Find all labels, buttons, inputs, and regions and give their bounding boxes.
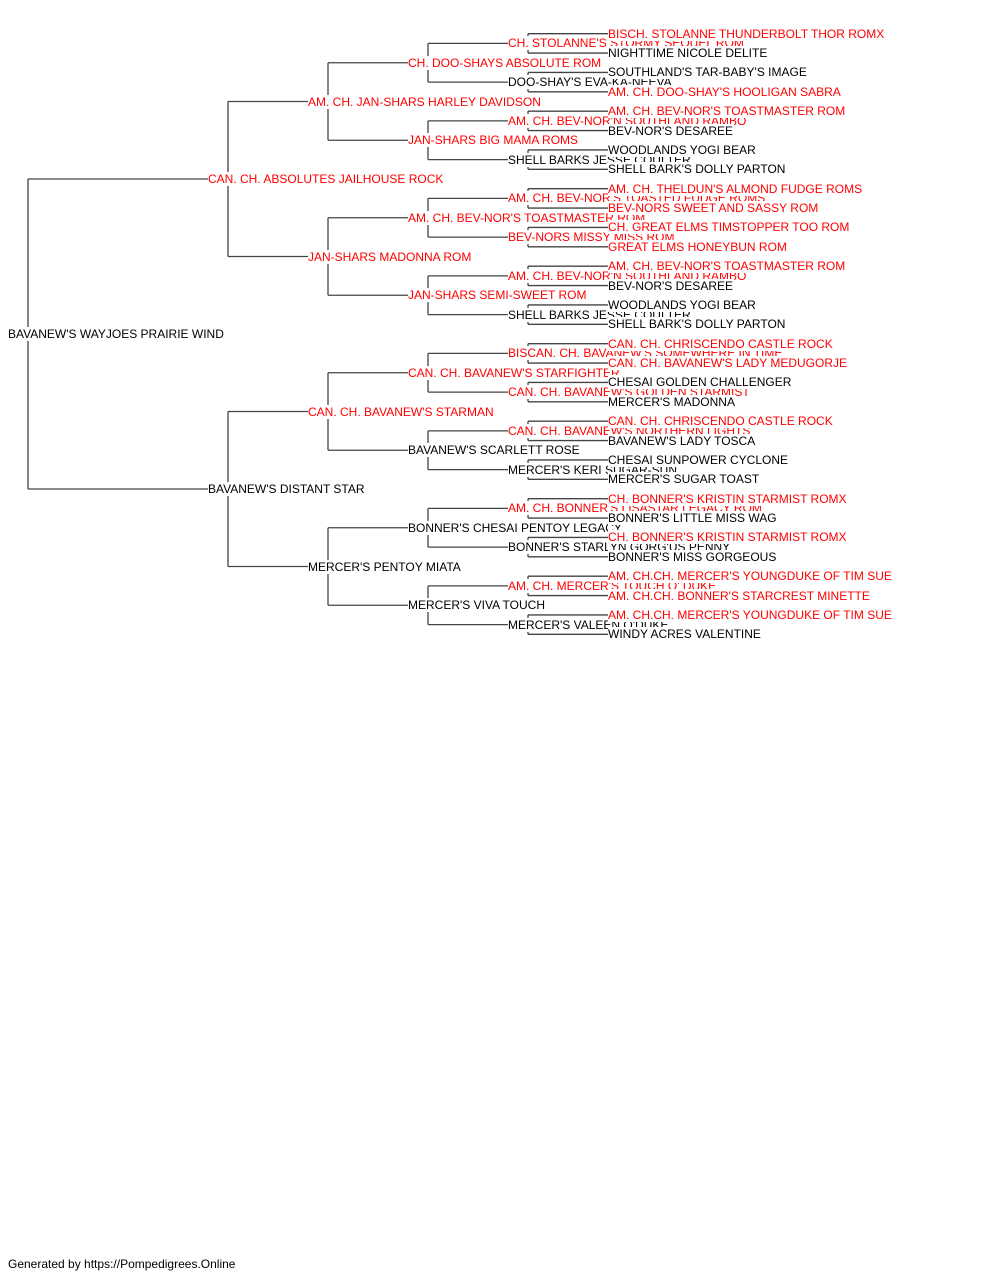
ancestor-name-dam: BAVANEW'S SCARLETT ROSE [408, 443, 581, 458]
ancestor-name-sire: CH. BONNER'S KRISTIN STARMIST ROMX [608, 530, 848, 545]
ancestor-name-sire: AM. CH. BEV-NOR'S TOASTMASTER ROM [608, 104, 847, 119]
ancestor-name-sire: CAN. CH. BAVANEW'S STARMAN [308, 404, 495, 419]
subject-dog-name: BAVANEW'S WAYJOES PRAIRIE WIND [8, 327, 225, 341]
ancestor-name-dam: SHELL BARK'S DOLLY PARTON [608, 162, 787, 177]
ancestor-name-dam: JAN-SHARS SEMI-SWEET ROM [408, 288, 588, 303]
ancestor-name-sire: AM. CH.CH. MERCER'S YOUNGDUKE OF TIM SUE [608, 569, 893, 584]
ancestor-name-dam: BAVANEW'S DISTANT STAR [208, 482, 366, 496]
ancestor-name-dam: MERCER'S SUGAR TOAST [608, 472, 761, 487]
ancestor-name-sire: CAN. CH. CHRISCENDO CASTLE ROCK [608, 336, 834, 351]
ancestor-name-sire: BISCH. STOLANNE THUNDERBOLT THOR ROMX [608, 26, 886, 41]
ancestor-name-dam: MERCER'S PENTOY MIATA [308, 559, 462, 574]
ancestor-name-sire: CH. GREAT ELMS TIMSTOPPER TOO ROM [608, 220, 851, 235]
ancestor-name-sire: AM. CH. JAN-SHARS HARLEY DAVIDSON [308, 94, 542, 109]
ancestor-name-dam: SHELL BARK'S DOLLY PARTON [608, 317, 787, 332]
ancestor-name-sire: CAN. CH. ABSOLUTES JAILHOUSE ROCK [208, 172, 445, 186]
ancestor-name-sire: AM. CH. BEV-NOR'S TOASTMASTER ROM [608, 259, 847, 274]
ancestor-name-dam: WINDY ACRES VALENTINE [608, 627, 762, 642]
ancestor-name-sire: CH. BONNER'S KRISTIN STARMIST ROMX [608, 491, 848, 506]
ancestor-name-sire: WOODLANDS YOGI BEAR [608, 142, 757, 157]
generated-by-footer: Generated by https://Pompedigrees.Online [8, 1257, 236, 1271]
ancestor-name-sire: AM. CH. THELDUN'S ALMOND FUDGE ROMS [608, 181, 864, 196]
ancestor-name-dam: CAN. CH. BAVANEW'S LADY MEDUGORJE [608, 356, 848, 371]
ancestor-name-sire: BONNER'S CHESAI PENTOY LEGACY [408, 520, 623, 535]
ancestor-name-sire: CHESAI SUNPOWER CYCLONE [608, 452, 790, 467]
ancestor-name-sire: SOUTHLAND'S TAR-BABY'S IMAGE [608, 65, 808, 80]
ancestor-name-dam: JAN-SHARS BIG MAMA ROMS [408, 133, 580, 148]
ancestor-name-sire: AM. CH. BEV-NOR'S TOASTMASTER ROM [408, 210, 647, 225]
ancestor-name-dam: MERCER'S MADONNA [608, 394, 736, 409]
ancestor-name-sire: WOODLANDS YOGI BEAR [608, 297, 757, 312]
ancestor-name-dam: GREAT ELMS HONEYBUN ROM [608, 239, 788, 254]
ancestor-name-dam: BEV-NOR'S DESAREE [608, 123, 734, 138]
ancestor-name-dam: BONNER'S MISS GORGEOUS [608, 549, 778, 564]
ancestor-name-sire: CH. DOO-SHAYS ABSOLUTE ROM [408, 55, 603, 70]
ancestor-name-dam: BEV-NORS SWEET AND SASSY ROM [608, 201, 820, 216]
ancestor-name-dam: NIGHTTIME NICOLE DELITE [608, 46, 769, 61]
ancestor-name-dam: MERCER'S VIVA TOUCH [408, 598, 546, 613]
ancestor-name-dam: BAVANEW'S LADY TOSCA [608, 433, 757, 448]
ancestor-name-dam: AM. CH.CH. BONNER'S STARCREST MINETTE [608, 588, 871, 603]
ancestor-name-sire: CAN. CH. CHRISCENDO CASTLE ROCK [608, 414, 834, 429]
ancestor-name-sire: AM. CH.CH. MERCER'S YOUNGDUKE OF TIM SUE [608, 607, 893, 622]
ancestor-name-dam: JAN-SHARS MADONNA ROM [308, 249, 473, 264]
ancestor-name-sire: CAN. CH. BAVANEW'S STARFIGHTER [408, 365, 621, 380]
ancestor-name-sire: CHESAI GOLDEN CHALLENGER [608, 375, 793, 390]
ancestor-name-dam: BONNER'S LITTLE MISS WAG [608, 511, 778, 526]
ancestor-name-dam: BEV-NOR'S DESAREE [608, 278, 734, 293]
ancestor-name-dam: AM. CH. DOO-SHAY'S HOOLIGAN SABRA [608, 84, 842, 99]
